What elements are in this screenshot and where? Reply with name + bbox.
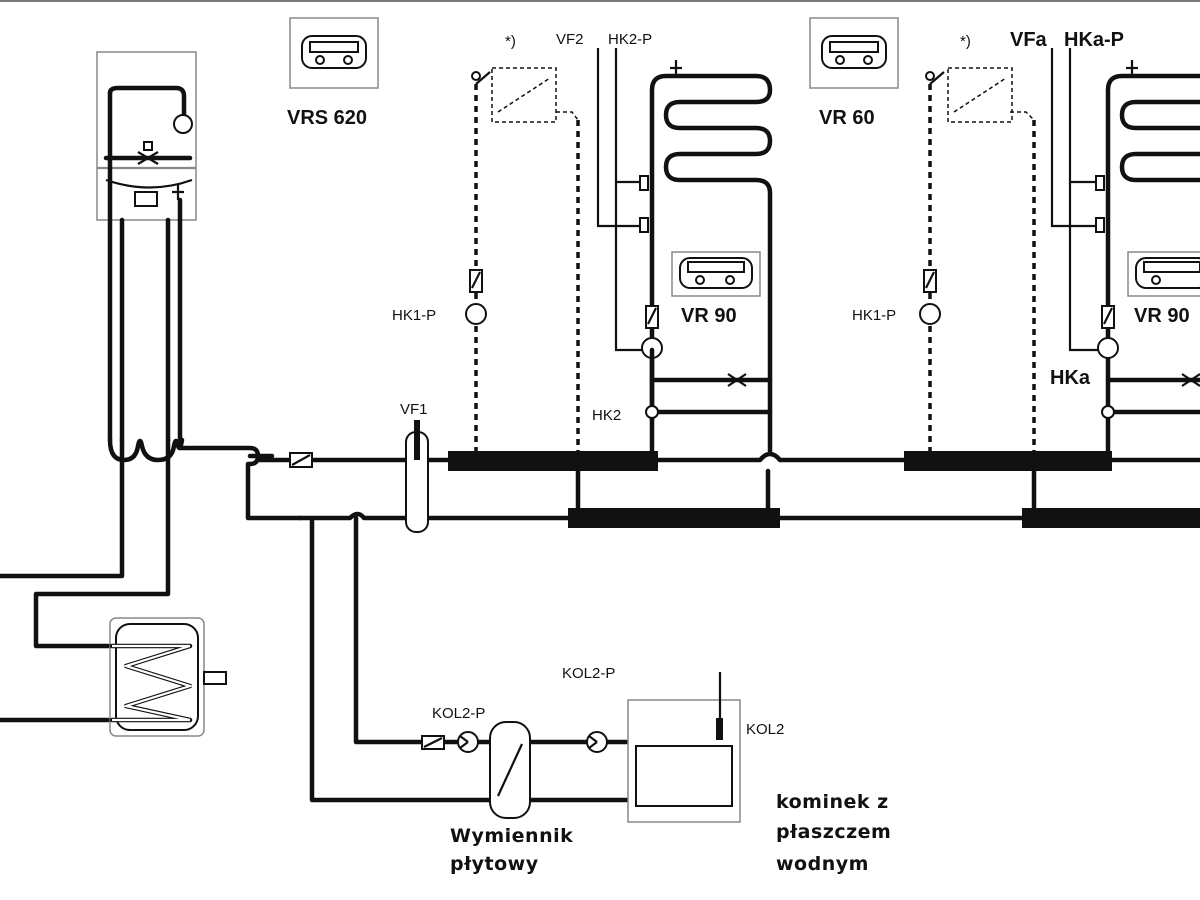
label-optional-right: *) bbox=[960, 33, 971, 50]
check-valve-icon bbox=[421, 735, 445, 750]
circuit-hk1-right bbox=[919, 67, 1036, 451]
hydraulic-separator bbox=[405, 420, 429, 533]
label-fireplace-line1: kominek z bbox=[776, 791, 889, 813]
boiler-pump-icon bbox=[173, 114, 193, 134]
label-hka-p: HKa-P bbox=[1064, 29, 1124, 51]
label-vf1: VF1 bbox=[400, 401, 428, 418]
label-exchanger-line1: Wymiennik bbox=[450, 825, 573, 847]
controller-vr90-left-icon bbox=[671, 251, 761, 297]
label-vfa: VFa bbox=[1010, 29, 1048, 51]
controller-vr60-icon bbox=[809, 17, 899, 89]
label-vr90-left: VR 90 bbox=[681, 305, 737, 327]
fireplace-boiler bbox=[627, 672, 741, 823]
label-hk1-p-right: HK1-P bbox=[852, 307, 896, 324]
dhw-tank bbox=[109, 617, 227, 737]
circuit-hka bbox=[1050, 48, 1200, 455]
check-valve-icon bbox=[289, 452, 313, 468]
label-kol2: KOL2 bbox=[746, 721, 784, 738]
circuit-hk1-left bbox=[465, 67, 580, 451]
label-fireplace-line2: płaszczem bbox=[776, 821, 891, 843]
fireplace-loop bbox=[309, 515, 631, 803]
plate-heat-exchanger bbox=[489, 721, 531, 819]
label-optional-left: *) bbox=[505, 33, 516, 50]
circuit-hk2 bbox=[596, 48, 773, 455]
supply-pipes bbox=[177, 445, 1200, 521]
controller-vrs620-icon bbox=[289, 17, 379, 89]
label-kol2-p-right: KOL2-P bbox=[562, 665, 615, 682]
label-hka: HKa bbox=[1050, 367, 1091, 389]
label-vr60: VR 60 bbox=[819, 107, 875, 129]
label-vrs620: VRS 620 bbox=[287, 107, 367, 129]
label-vf2: VF2 bbox=[556, 31, 584, 48]
wall-boiler bbox=[96, 51, 197, 463]
label-hk1-p-left: HK1-P bbox=[392, 307, 436, 324]
label-vr90-right: VR 90 bbox=[1134, 305, 1190, 327]
tank-pipes bbox=[0, 437, 171, 723]
label-kol2-p-left: KOL2-P bbox=[432, 705, 485, 722]
manifolds bbox=[448, 451, 1200, 528]
label-fireplace-line3: wodnym bbox=[776, 853, 869, 875]
label-exchanger-line2: płytowy bbox=[450, 853, 539, 875]
label-hk2: HK2 bbox=[592, 407, 621, 424]
controller-vr90-right-icon bbox=[1127, 251, 1200, 297]
top-border bbox=[0, 0, 1200, 2]
label-hk2-p: HK2-P bbox=[608, 31, 652, 48]
